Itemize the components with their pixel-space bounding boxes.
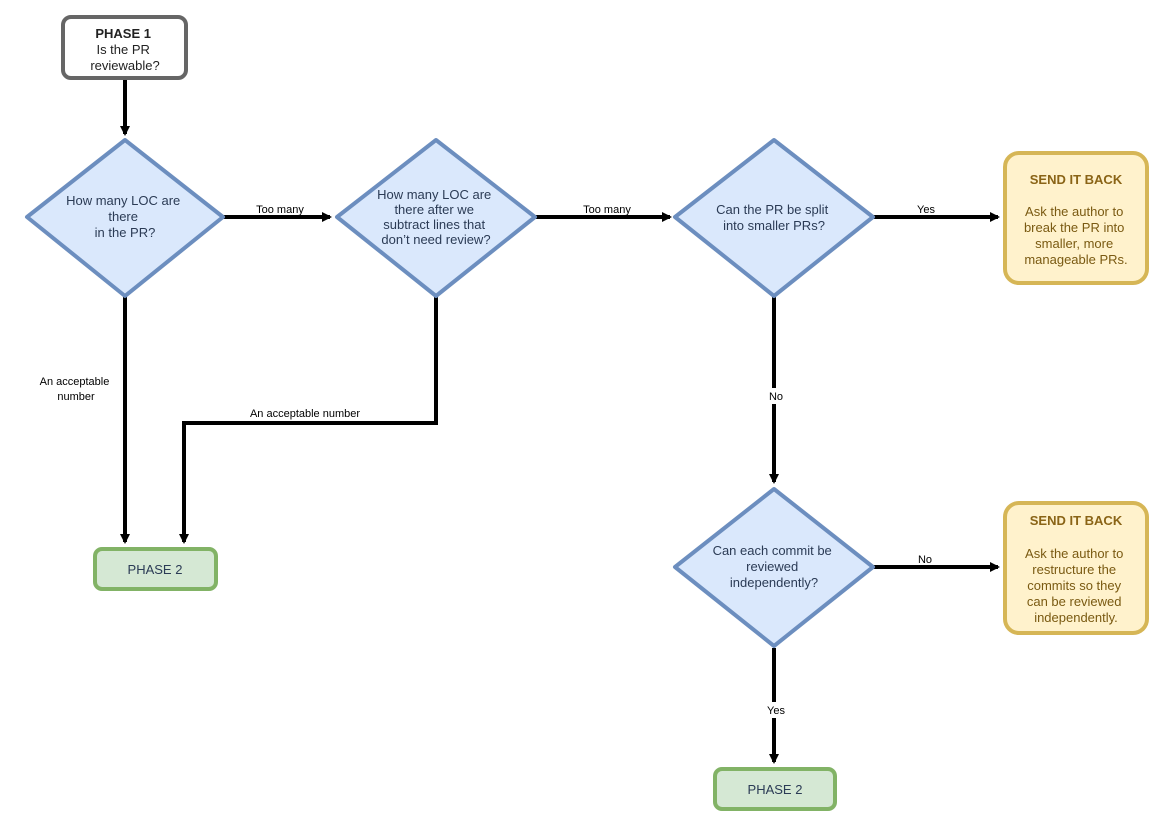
edge-label-yes-split: Yes <box>917 204 935 216</box>
decision-subtract-line4: don’t need review? <box>381 232 490 247</box>
edge-label-no-split: No <box>769 391 783 403</box>
decision-subtract-line2: there after we <box>394 202 474 217</box>
decision-loc-line1: How many LOC are <box>66 193 180 208</box>
edge-label-no-commit: No <box>918 554 932 566</box>
phase2-bottom-node[interactable]: PHASE 2 <box>713 767 837 811</box>
edge-label-acceptable-loc: An acceptable number <box>40 376 113 403</box>
decision-loc-line2: there <box>108 209 138 224</box>
send-back-commits-line1: Ask the author to <box>1025 546 1123 561</box>
decision-pr-split[interactable]: Can the PR be split into smaller PRs? <box>673 138 875 298</box>
edge-label-yes-commit: Yes <box>767 705 785 717</box>
edge-label-acceptable-loc-line1: An acceptable <box>40 376 110 388</box>
decision-subtract-line1: How many LOC are <box>377 187 491 202</box>
send-back-split-line3: smaller, more <box>1035 236 1113 251</box>
decision-commit-review[interactable]: Can each commit be reviewed independentl… <box>673 487 875 648</box>
phase1-node[interactable]: PHASE 1 Is the PR reviewable? <box>61 15 188 80</box>
send-back-split-line2: break the PR into <box>1024 220 1124 235</box>
decision-commit-line3: independently? <box>730 575 818 590</box>
svg-text:How many LOC are there a: How many LOC are there after we subtract… <box>377 187 495 247</box>
svg-text:PHASE 1 Is the PR: PHASE 1 Is the PR reviewable? <box>90 26 159 73</box>
edge-subtract-to-phase2 <box>179 297 438 544</box>
decision-loc-line3: in the PR? <box>95 225 156 240</box>
edge-label-acceptable-loc-line2: number <box>57 391 95 403</box>
phase2-left-node[interactable]: PHASE 2 <box>93 547 218 591</box>
edge-label-too-many-2: Too many <box>583 204 631 216</box>
phase1-title: PHASE 1 <box>95 26 151 41</box>
edge-label-too-many-1: Too many <box>256 204 304 216</box>
edge-label-acceptable-subtract: An acceptable number <box>250 408 360 420</box>
decision-loc-after-subtract[interactable]: How many LOC are there after we subtract… <box>335 138 537 298</box>
svg-text:Ask the author to restru: Ask the author to restructure the commit… <box>1025 546 1127 625</box>
decision-commit-line1: Can each commit be <box>713 543 832 558</box>
decision-subtract-line3: subtract lines that <box>383 217 485 232</box>
svg-text:How many LOC are there: How many LOC are there in the PR? <box>66 193 184 240</box>
phase2-left-label: PHASE 2 <box>128 562 183 577</box>
send-back-commits-node[interactable]: SEND IT BACK Ask the author to restructu… <box>1003 501 1149 635</box>
send-back-commits-line4: can be reviewed <box>1027 594 1122 609</box>
phase2-bottom-label: PHASE 2 <box>748 782 803 797</box>
send-back-split-line1: Ask the author to <box>1025 204 1123 219</box>
decision-split-line2: into smaller PRs? <box>723 218 825 233</box>
svg-text:Ask the author to break: Ask the author to break the PR into smal… <box>1024 204 1128 267</box>
phase1-line2: Is the PR <box>96 42 149 57</box>
send-back-commits-line2: restructure the <box>1032 562 1116 577</box>
svg-text:Can the PR be split into: Can the PR be split into smaller PRs? <box>716 202 832 233</box>
decision-commit-line2: reviewed <box>746 559 798 574</box>
decision-loc-count[interactable]: How many LOC are there in the PR? <box>25 138 225 298</box>
edges <box>120 78 1000 764</box>
send-back-commits-line3: commits so they <box>1027 578 1121 593</box>
send-back-commits-line5: independently. <box>1034 610 1118 625</box>
send-back-split-title: SEND IT BACK <box>1030 172 1123 187</box>
send-back-split-node[interactable]: SEND IT BACK Ask the author to break the… <box>1003 151 1149 285</box>
edge-labels: Too many Too many Yes No No Yes An accep… <box>33 204 935 718</box>
send-back-split-line4: manageable PRs. <box>1024 252 1127 267</box>
decision-split-line1: Can the PR be split <box>716 202 828 217</box>
phase1-line3: reviewable? <box>90 58 159 73</box>
svg-text:Can each commit be revie: Can each commit be reviewed independentl… <box>713 543 836 590</box>
send-back-commits-title: SEND IT BACK <box>1030 513 1123 528</box>
